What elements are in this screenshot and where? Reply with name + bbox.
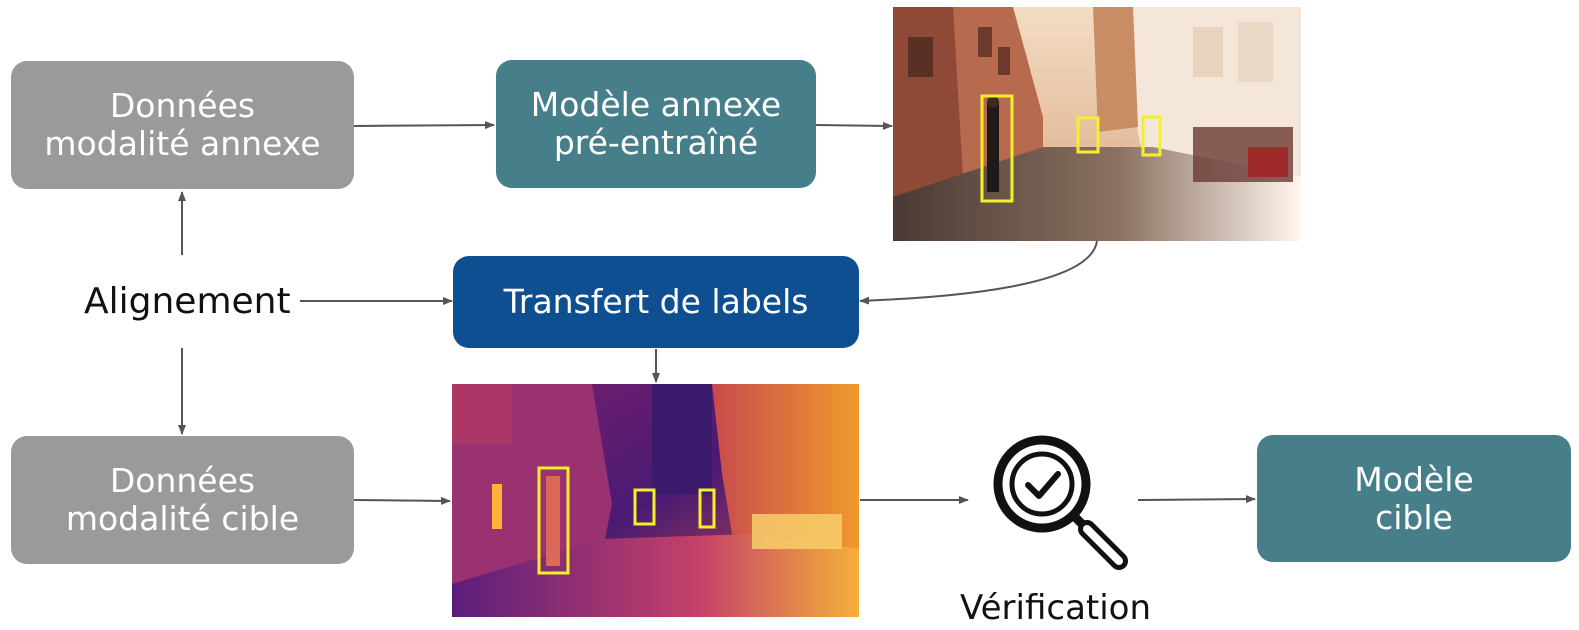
- detection-box-rgb-1: [980, 94, 1014, 203]
- detection-box-rgb-2: [1076, 116, 1100, 154]
- transfert-box: Transfert de labels: [453, 256, 859, 348]
- arrow-modele-to-photo: [815, 121, 893, 130]
- detection-box-thermal-3: [698, 488, 716, 529]
- detection-box-thermal-2: [633, 488, 656, 526]
- modele-annexe-label: Modèle annexe pré-entraîné: [530, 85, 782, 162]
- thermal-scene-image: [452, 384, 859, 617]
- donnees-annexe-label: Données modalité annexe: [44, 86, 321, 163]
- verification-label: Vérification: [960, 588, 1152, 628]
- magnifier-check-icon: [993, 435, 1128, 570]
- arrow-photo-to-transfert: [859, 240, 1098, 305]
- detection-box-thermal-1: [537, 466, 570, 575]
- alignement-label: Alignement: [84, 281, 291, 322]
- donnees-annexe-box: Données modalité annexe: [11, 61, 354, 189]
- arrow-verif-to-modele-cible: [1137, 495, 1256, 504]
- modele-cible-box: Modèle cible: [1257, 435, 1571, 562]
- modele-cible-label: Modèle cible: [1354, 459, 1474, 537]
- modele-annexe-box: Modèle annexe pré-entraîné: [496, 60, 816, 188]
- transfert-label: Transfert de labels: [503, 282, 809, 322]
- arrow-donnees-cible-to-thermal: [353, 496, 451, 505]
- donnees-cible-label: Données modalité cible: [65, 461, 300, 538]
- rgb-scene-image: [893, 7, 1301, 241]
- donnees-cible-box: Données modalité cible: [11, 436, 354, 564]
- arrow-donnees-to-modele: [353, 121, 495, 130]
- detection-box-rgb-3: [1141, 115, 1162, 157]
